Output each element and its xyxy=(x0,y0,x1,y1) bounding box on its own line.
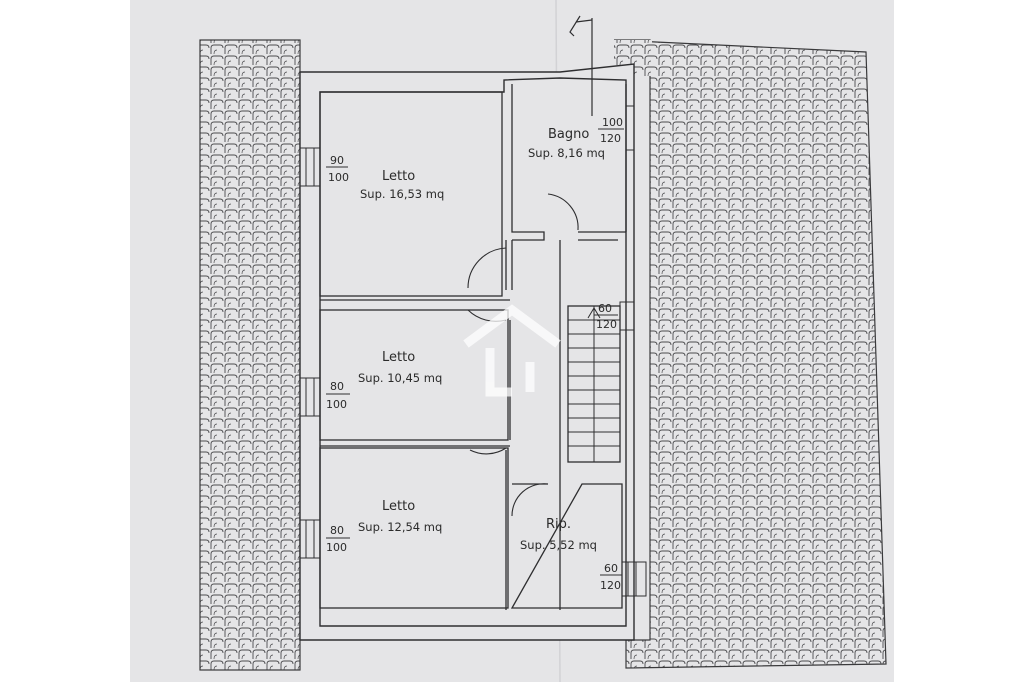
window-height: 100 xyxy=(326,541,347,554)
room-area: Sup. 16,53 mq xyxy=(360,187,444,201)
window-width: 100 xyxy=(602,116,623,129)
staircase xyxy=(568,306,620,462)
window-height: 120 xyxy=(600,132,621,145)
room-name: Letto xyxy=(382,499,415,514)
window-height: 100 xyxy=(326,398,347,411)
room-name: Letto xyxy=(382,350,415,365)
window-width: 60 xyxy=(604,562,618,575)
room-area: Sup. 10,45 mq xyxy=(358,371,442,385)
roof-tiles-right xyxy=(613,39,887,669)
window-height: 100 xyxy=(328,171,349,184)
room-name: Letto xyxy=(382,169,415,184)
window-width: 80 xyxy=(330,524,344,537)
window-width: 90 xyxy=(330,154,344,167)
room-area: Sup. 5,52 mq xyxy=(520,538,597,552)
stair-window-height: 120 xyxy=(596,318,617,331)
window-width: 80 xyxy=(330,380,344,393)
room-labels: Letto Sup. 16,53 mq 90 100 Letto Sup. 10… xyxy=(326,116,624,592)
window-height: 120 xyxy=(600,579,621,592)
room-name: Bagno xyxy=(548,127,589,142)
room-name: Rip. xyxy=(546,517,571,532)
window-markers xyxy=(299,105,647,597)
stair-window-width: 60 xyxy=(598,302,612,315)
house-logo-watermark xyxy=(463,304,561,397)
room-area: Sup. 12,54 mq xyxy=(358,520,442,534)
room-area: Sup. 8,16 mq xyxy=(528,146,605,160)
north-arrow-icon xyxy=(569,15,593,116)
roof-tiles-left xyxy=(199,39,301,671)
